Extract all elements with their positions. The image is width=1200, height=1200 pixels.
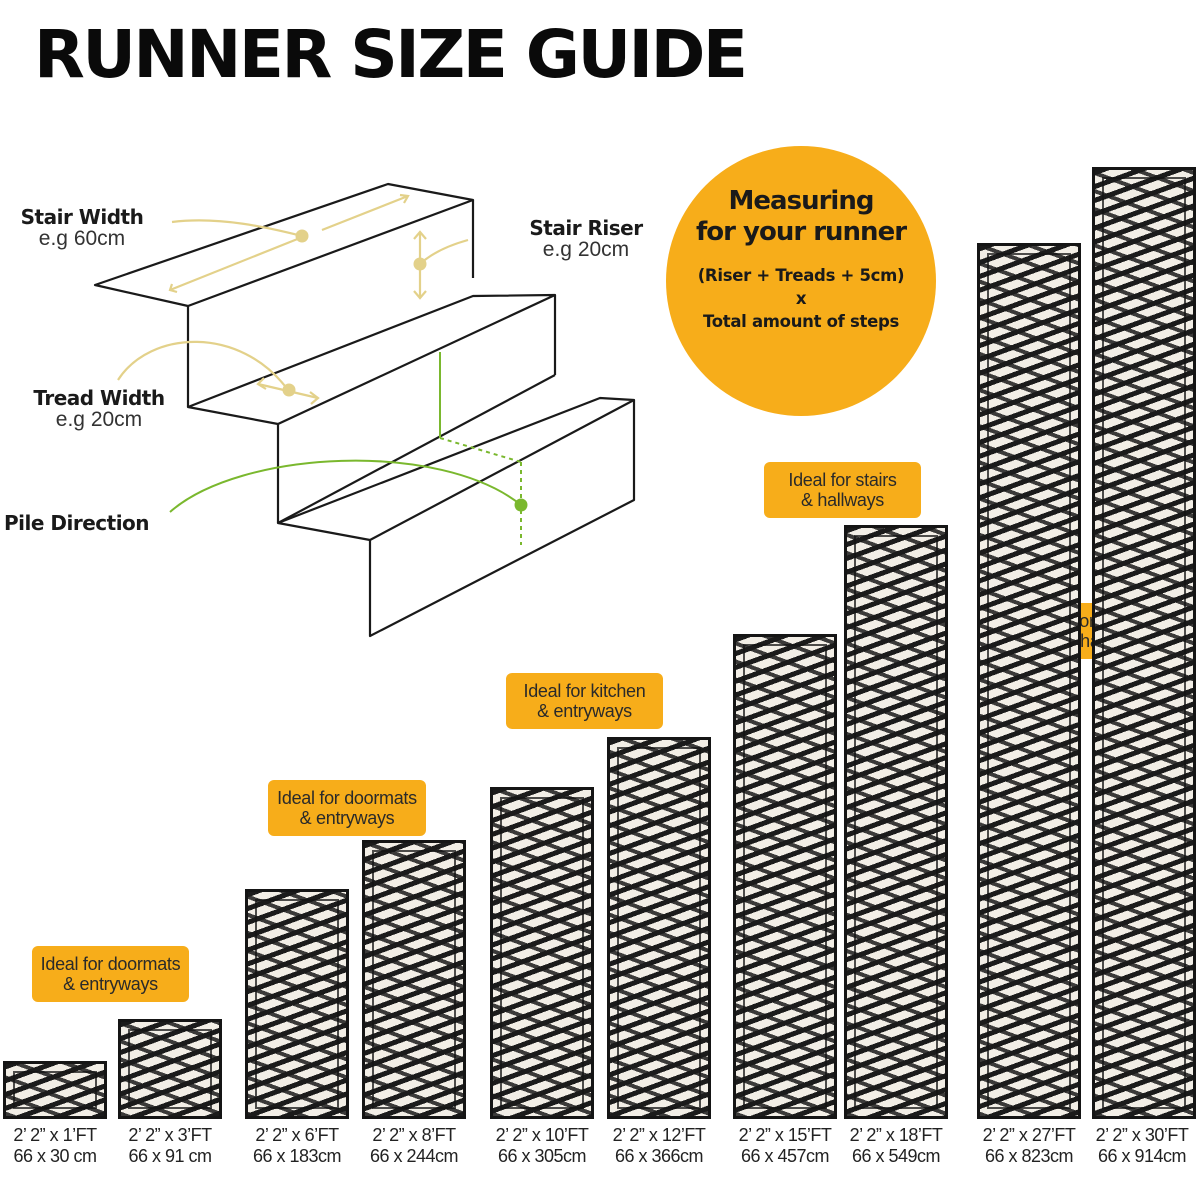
runner-10ft [490,787,594,1119]
measuring-heading-line1: Measuring [728,186,875,216]
size-cm: 66 x 823cm [984,1146,1074,1166]
size-label: 2’ 2” x 1’FT 66 x 30 cm [0,1126,113,1165]
size-label: 2’ 2” x 10’FT 66 x 305cm [484,1126,600,1165]
tag-stairs-hallways: Ideal for stairs & hallways [764,462,921,518]
pile-direction-label: Pile Direction [4,513,160,533]
tag-line1: Ideal for kitchen [523,681,646,701]
stair-width-example: e.g 60cm [38,227,126,250]
size-ft: 2’ 2” x 12’FT [612,1125,706,1145]
size-ft: 2’ 2” x 1’FT [13,1125,97,1145]
tag-kitchen: Ideal for kitchen & entryways [506,673,663,729]
runner-3ft [118,1019,222,1119]
size-label: 2’ 2” x 6’FT 66 x 183cm [239,1126,355,1165]
runner-27ft [977,243,1081,1119]
runner-30ft [1092,167,1196,1119]
runner-12ft [607,737,711,1119]
size-ft: 2’ 2” x 15’FT [738,1125,832,1145]
tag-line1: Ideal for doormats [40,954,181,974]
stair-width-label: Stair Width e.g 60cm [14,207,150,249]
size-label: 2’ 2” x 27’FT 66 x 823cm [971,1126,1087,1165]
size-ft: 2’ 2” x 6’FT [255,1125,339,1145]
size-ft: 2’ 2” x 3’FT [128,1125,212,1145]
tag-line2: & entryways [537,701,632,721]
runner-8ft [362,840,466,1119]
size-cm: 66 x 366cm [614,1146,704,1166]
size-cm: 66 x 305cm [497,1146,587,1166]
size-cm: 66 x 457cm [740,1146,830,1166]
size-label: 2’ 2” x 18’FT 66 x 549cm [838,1126,954,1165]
stair-width-title: Stair Width [20,205,144,229]
tread-width-label: Tread Width e.g 20cm [24,388,174,430]
tag-line2: & hallways [800,490,885,510]
size-label: 2’ 2” x 12’FT 66 x 366cm [601,1126,717,1165]
runner-1ft [3,1061,107,1119]
size-ft: 2’ 2” x 27’FT [982,1125,1076,1145]
tag-line2: & entryways [63,974,158,994]
size-cm: 66 x 549cm [851,1146,941,1166]
size-ft: 2’ 2” x 10’FT [495,1125,589,1145]
tag-doormats-small: Ideal for doormats & entryways [32,946,189,1002]
measuring-badge: Measuring for your runner (Riser + Tread… [666,146,936,416]
tag-line1: Ideal for stairs [788,470,897,490]
stair-riser-label: Stair Riser e.g 20cm [524,218,648,260]
size-ft: 2’ 2” x 8’FT [372,1125,456,1145]
size-cm: 66 x 244cm [369,1146,459,1166]
measuring-heading: Measuring for your runner [666,186,936,248]
runner-15ft [733,634,837,1119]
size-cm: 66 x 183cm [252,1146,342,1166]
measuring-times: x [795,289,807,309]
stair-riser-title: Stair Riser [529,216,643,240]
pile-direction-title: Pile Direction [4,511,150,535]
staircase-diagram [93,182,636,638]
size-label: 2’ 2” x 15’FT 66 x 457cm [727,1126,843,1165]
tread-width-example: e.g 20cm [55,408,143,431]
measuring-steps: Total amount of steps [702,312,900,332]
runner-6ft [245,889,349,1119]
measuring-heading-line2: for your runner [695,217,907,248]
measuring-formula: (Riser + Treads + 5cm) [697,266,905,286]
size-ft: 2’ 2” x 30’FT [1095,1125,1189,1145]
size-cm: 66 x 914cm [1097,1146,1187,1166]
size-cm: 66 x 30 cm [13,1146,97,1166]
size-label: 2’ 2” x 8’FT 66 x 244cm [356,1126,472,1165]
tread-width-title: Tread Width [33,386,165,410]
size-label: 2’ 2” x 30’FT 66 x 914cm [1084,1126,1200,1165]
size-cm: 66 x 91 cm [128,1146,212,1166]
tag-doormats: Ideal for doormats & entryways [268,780,426,836]
size-label: 2’ 2” x 3’FT 66 x 91 cm [112,1126,228,1165]
page-title: RUNNER SIZE GUIDE [34,16,748,93]
runner-18ft [844,525,948,1119]
tag-line1: Ideal for doormats [277,788,417,808]
size-ft: 2’ 2” x 18’FT [849,1125,943,1145]
stair-riser-example: e.g 20cm [542,238,630,261]
tag-line2: & entryways [299,808,395,828]
